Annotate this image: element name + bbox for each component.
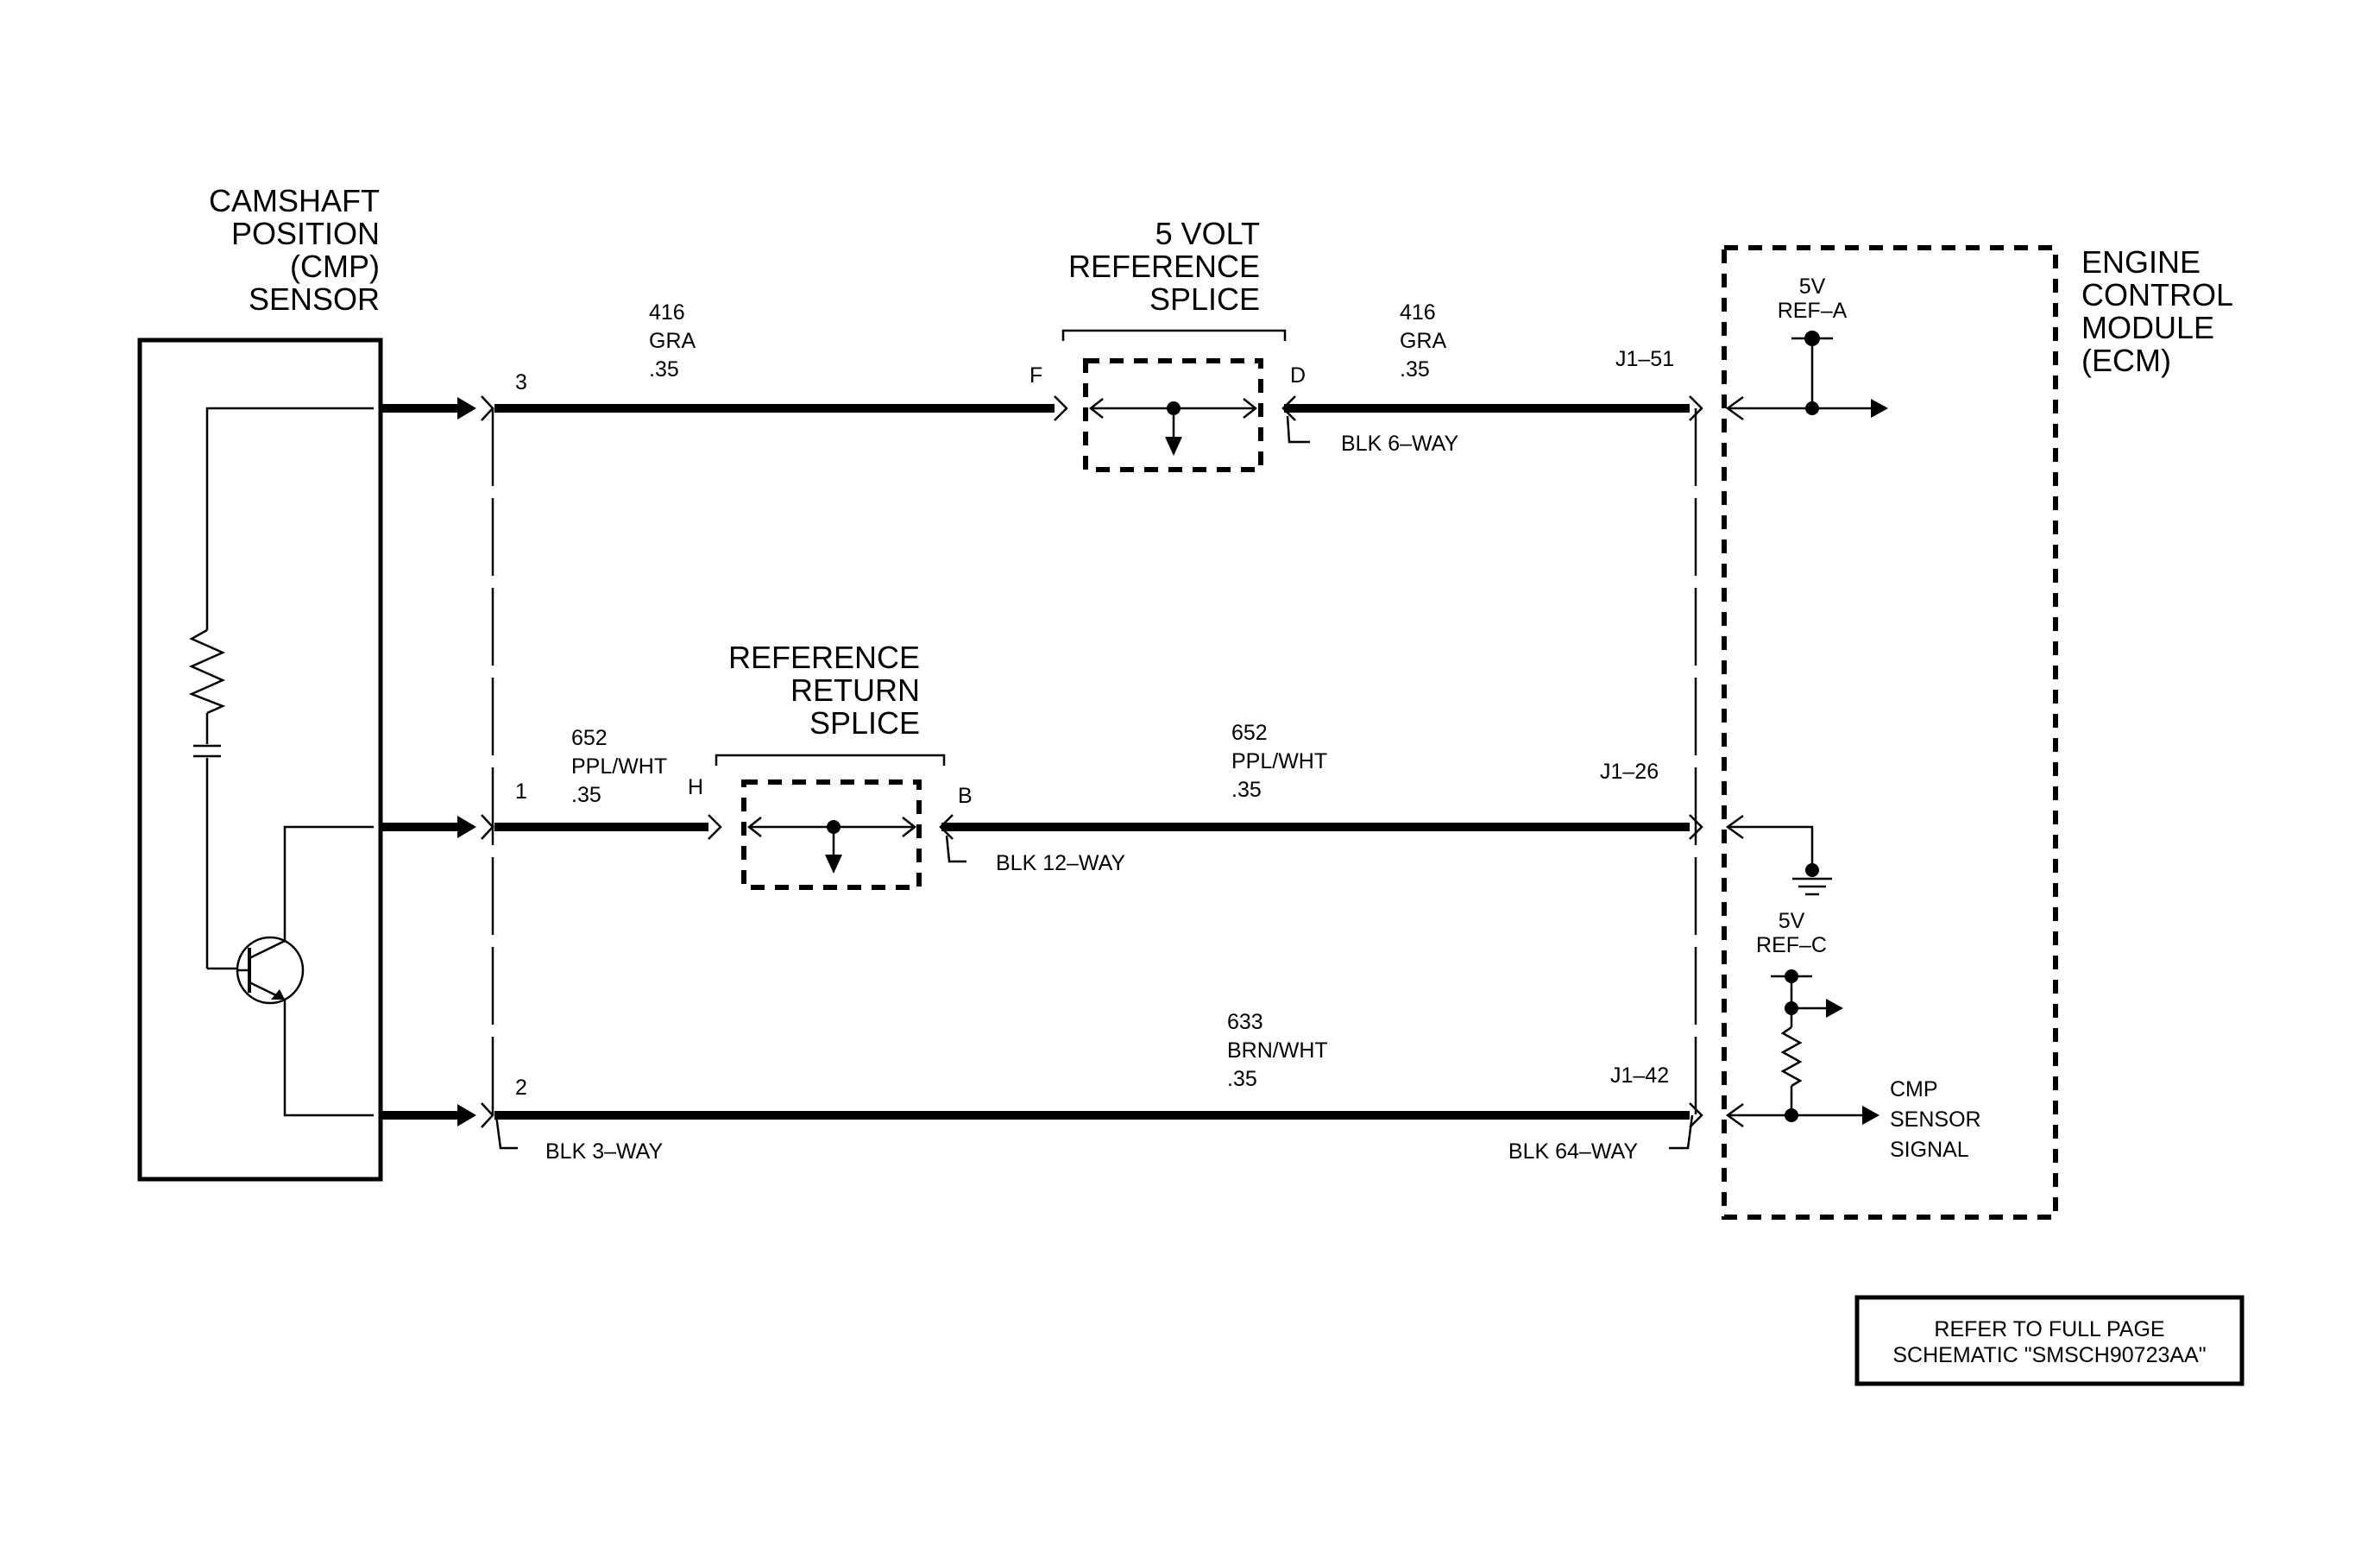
ref-return-splice-title-2: RETURN bbox=[790, 672, 920, 708]
ref-return-splice-connector: BLK 12–WAY bbox=[996, 851, 1125, 875]
ref-return-splice-bracket bbox=[715, 754, 946, 766]
ref-c-label-1: 5V bbox=[1779, 909, 1805, 933]
ecm-connector-label: BLK 64–WAY bbox=[1508, 1139, 1638, 1164]
ref-return-splice: REFERENCE RETURN SPLICE H B BLK 12–WAY bbox=[688, 640, 1125, 890]
ref-a-circuit: 5V REF–A bbox=[1725, 275, 1888, 421]
five-volt-splice: 5 VOLT REFERENCE SPLICE F D BLK 6–WAY bbox=[1029, 216, 1458, 472]
ref-c-circuit: 5V REF–C CMP SENSOR SIGNAL bbox=[1725, 909, 1981, 1162]
wire-416-left-color: GRA bbox=[649, 329, 696, 353]
wire-633: 633 BRN/WHT .35 J1–42 bbox=[481, 1010, 1703, 1128]
sensor-internal-circuit bbox=[188, 407, 374, 1117]
wire-652-left-num: 652 bbox=[571, 726, 608, 750]
wire-416-right-num: 416 bbox=[1400, 300, 1436, 325]
wire-416-right-color: GRA bbox=[1400, 329, 1447, 353]
pin-h: H bbox=[688, 775, 703, 799]
wire-652-left-gauge: .35 bbox=[571, 783, 601, 807]
pin-d: D bbox=[1290, 363, 1306, 388]
pin-f: F bbox=[1029, 363, 1042, 388]
five-volt-splice-connector: BLK 6–WAY bbox=[1341, 432, 1458, 456]
cmp-sensor: CAMSHAFT POSITION (CMP) SENSOR bbox=[137, 183, 383, 1182]
ecm-title-2: CONTROL bbox=[2081, 277, 2233, 312]
sensor-title-3: (CMP) bbox=[290, 249, 380, 284]
pin-3: 3 bbox=[515, 370, 527, 394]
wire-416-right-gauge: .35 bbox=[1400, 357, 1430, 382]
five-volt-splice-box bbox=[1083, 358, 1263, 472]
refer-note-line-2: SCHEMATIC "SMSCH90723AA" bbox=[1892, 1343, 2206, 1367]
sensor-title-2: POSITION bbox=[231, 216, 380, 251]
cmp-signal-label-2: SENSOR bbox=[1890, 1107, 1981, 1132]
pullup-resistor-icon bbox=[1780, 1025, 1803, 1088]
sensor-title-1: CAMSHAFT bbox=[209, 183, 380, 218]
ref-c-label-2: REF–C bbox=[1756, 933, 1827, 957]
wire-652-right-num: 652 bbox=[1231, 721, 1268, 745]
sensor-connector-label: BLK 3–WAY bbox=[545, 1139, 663, 1164]
refer-note-box bbox=[1854, 1295, 2245, 1386]
ref-return-splice-title-1: REFERENCE bbox=[728, 640, 920, 675]
ecm-title-4: (ECM) bbox=[2081, 343, 2171, 378]
ref-return-splice-box bbox=[741, 779, 922, 890]
ref-a-label-1: 5V bbox=[1799, 275, 1826, 299]
ref-return-splice-title-3: SPLICE bbox=[809, 705, 920, 741]
ecm-pin-j1-26: J1–26 bbox=[1600, 760, 1659, 784]
wire-633-gauge: .35 bbox=[1227, 1067, 1257, 1091]
ecm-title-3: MODULE bbox=[2081, 310, 2214, 345]
wire-633-color: BRN/WHT bbox=[1227, 1038, 1328, 1063]
refer-note-line-1: REFER TO FULL PAGE bbox=[1934, 1317, 2164, 1341]
ecm-pin-j1-42: J1–42 bbox=[1610, 1063, 1669, 1088]
wire-652: 652 PPL/WHT .35 652 PPL/WHT .35 J1–26 bbox=[481, 721, 1703, 840]
pin-2: 2 bbox=[515, 1076, 527, 1100]
pin-1: 1 bbox=[515, 779, 527, 804]
transistor-icon bbox=[236, 936, 305, 1005]
cmp-signal-label-3: SIGNAL bbox=[1890, 1138, 1969, 1162]
sensor-connector: BLK 3–WAY 3 1 2 bbox=[381, 370, 663, 1164]
wire-652-left-color: PPL/WHT bbox=[571, 754, 667, 779]
wire-652-right-color: PPL/WHT bbox=[1231, 749, 1327, 773]
ecm-connector: BLK 64–WAY bbox=[1508, 408, 1697, 1164]
sensor-title-4: SENSOR bbox=[249, 281, 380, 317]
five-volt-splice-title-3: SPLICE bbox=[1149, 281, 1260, 317]
ground-circuit bbox=[1725, 814, 1832, 896]
ecm-pin-j1-51: J1–51 bbox=[1615, 347, 1674, 371]
wire-416: 416 GRA .35 416 GRA .35 J1–51 bbox=[481, 300, 1703, 421]
ecm-title-1: ENGINE bbox=[2081, 244, 2201, 280]
refer-note: REFER TO FULL PAGE SCHEMATIC "SMSCH90723… bbox=[1854, 1295, 2245, 1386]
pin-b: B bbox=[958, 784, 973, 808]
wire-652-right-gauge: .35 bbox=[1231, 778, 1262, 802]
wire-633-num: 633 bbox=[1227, 1010, 1263, 1034]
five-volt-splice-title-1: 5 VOLT bbox=[1155, 216, 1260, 251]
wire-416-left-gauge: .35 bbox=[649, 357, 679, 382]
cmp-signal-label-1: CMP bbox=[1890, 1077, 1938, 1101]
ref-a-label-2: REF–A bbox=[1778, 299, 1848, 323]
wire-416-left-num: 416 bbox=[649, 300, 685, 325]
five-volt-splice-bracket bbox=[1061, 329, 1287, 341]
sensor-housing bbox=[137, 338, 383, 1182]
ecm: ENGINE CONTROL MODULE (ECM) 5V REF–A bbox=[1722, 244, 2233, 1220]
ecm-boundary bbox=[1722, 245, 2058, 1220]
five-volt-splice-title-2: REFERENCE bbox=[1068, 249, 1260, 284]
resistor-icon bbox=[188, 628, 226, 715]
